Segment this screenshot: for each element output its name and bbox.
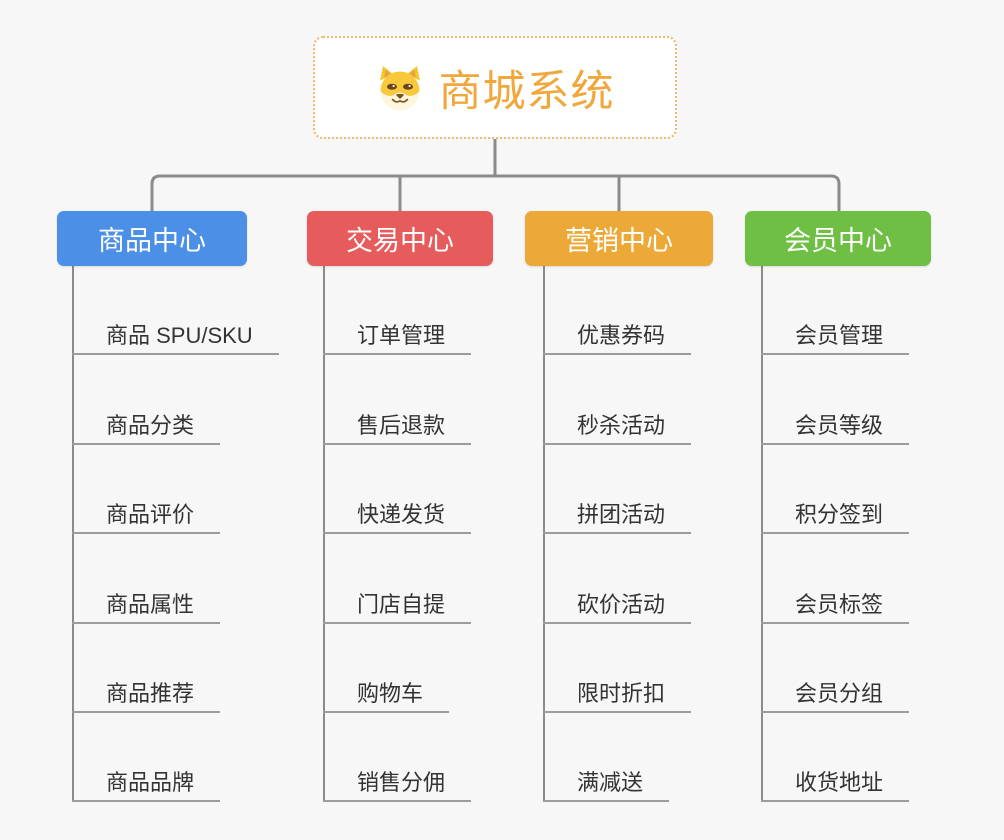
branch-node-product-center[interactable]: 商品中心 [57,211,247,266]
leaf-node[interactable]: 商品品牌 [72,764,221,802]
leaf-node[interactable]: 会员等级 [761,407,910,445]
leaf-node[interactable]: 会员标签 [761,586,910,624]
leaf-node[interactable]: 订单管理 [323,317,472,355]
branch-label: 营销中心 [565,226,673,256]
leaf-node[interactable]: 商品属性 [72,586,221,624]
root-node-title: 商城系统 [438,67,615,116]
leaf-node[interactable]: 商品推荐 [72,675,221,713]
leaf-node[interactable]: 购物车 [323,675,450,713]
leaf-node[interactable]: 满减送 [543,764,670,802]
leaf-node[interactable]: 商品评价 [72,496,221,534]
branch-node-trade-center[interactable]: 交易中心 [307,211,493,266]
leaf-node[interactable]: 优惠券码 [543,317,692,355]
leaf-node[interactable]: 秒杀活动 [543,407,692,445]
leaf-node[interactable]: 快递发货 [323,496,472,534]
leaf-node[interactable]: 会员管理 [761,317,910,355]
leaf-node[interactable]: 拼团活动 [543,496,692,534]
branch-label: 会员中心 [784,226,892,256]
leaf-node[interactable]: 砍价活动 [543,586,692,624]
root-node[interactable]: 商城系统 [313,36,677,139]
branch-label: 商品中心 [98,226,206,256]
branch-node-marketing-center[interactable]: 营销中心 [525,211,713,266]
branch-node-member-center[interactable]: 会员中心 [745,211,931,266]
leaf-node[interactable]: 会员分组 [761,675,910,713]
leaf-node[interactable]: 商品分类 [72,407,221,445]
leaf-node[interactable]: 限时折扣 [543,675,692,713]
branch-label: 交易中心 [346,226,454,256]
leaf-node[interactable]: 销售分佣 [323,764,472,802]
leaf-node[interactable]: 积分签到 [761,496,910,534]
dog-face-icon [379,65,420,110]
leaf-node[interactable]: 收货地址 [761,764,910,802]
leaf-node[interactable]: 门店自提 [323,586,472,624]
leaf-node[interactable]: 售后退款 [323,407,472,445]
leaf-node[interactable]: 商品 SPU/SKU [72,317,279,355]
